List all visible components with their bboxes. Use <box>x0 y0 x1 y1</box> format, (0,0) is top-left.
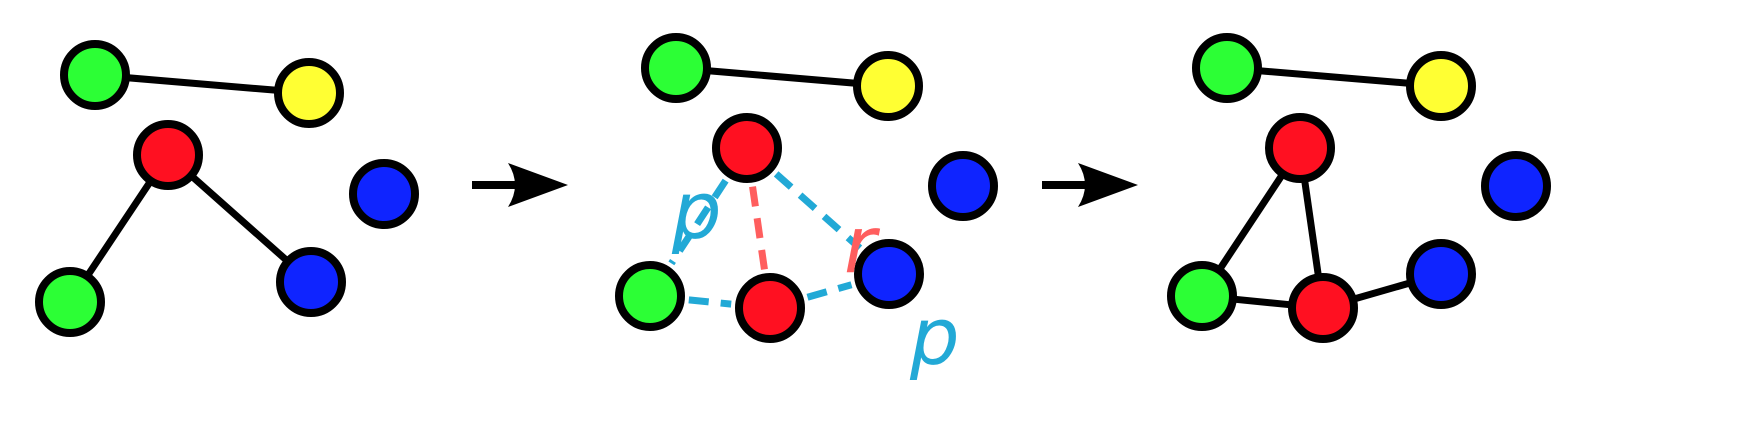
edge-g1-y1-solid <box>1257 67 1411 87</box>
node-green-g2 <box>615 261 685 331</box>
arrow-right-icon <box>1078 163 1138 207</box>
edge-r2-b2-dashed-p <box>806 281 853 301</box>
panel-after <box>1167 33 1551 343</box>
edge-r1-g2-dashed-p <box>668 178 729 266</box>
label-p-upper: p <box>671 167 722 257</box>
node-blue-b2 <box>276 247 346 317</box>
edge-r1-b2-solid <box>188 172 291 265</box>
arrow-right-2 <box>1042 163 1138 207</box>
node-green-g1 <box>641 33 711 103</box>
edge-r1-b2-dashed-p <box>773 171 863 251</box>
edge-g1-y1-solid <box>706 67 858 87</box>
node-red-r1 <box>712 113 782 183</box>
node-blue-b1 <box>1481 151 1551 221</box>
node-blue-b1 <box>349 159 419 229</box>
node-blue-b2 <box>854 239 924 309</box>
node-green-g1 <box>1192 33 1262 103</box>
edge-g2-r2-solid <box>1232 295 1293 309</box>
node-green-g2 <box>35 267 105 337</box>
node-green-g1 <box>60 40 130 110</box>
node-red-r1 <box>1265 113 1335 183</box>
edge-g1-y1-solid <box>125 74 279 94</box>
edge-r1-g2-solid <box>84 178 154 279</box>
panel-rewiring <box>615 33 998 343</box>
arrow-right-1 <box>472 163 568 207</box>
node-yellow-y1 <box>853 51 923 121</box>
edge-r1-g2-solid <box>1216 171 1286 273</box>
node-green-g2 <box>1167 261 1237 331</box>
edge-g2-r2-dashed-p <box>688 296 732 308</box>
node-yellow-y1 <box>274 58 344 128</box>
node-red-r1 <box>133 120 203 190</box>
panel-before <box>35 40 419 337</box>
edge-r1-r2-dashed-r <box>749 186 768 270</box>
label-r: r <box>844 201 881 291</box>
edge-r2-b2-solid <box>1351 279 1413 303</box>
node-red-r2 <box>735 273 805 343</box>
node-red-r2 <box>1288 273 1358 343</box>
node-blue-b2 <box>1406 239 1476 309</box>
label-p-lower: p <box>909 293 960 383</box>
node-blue-b1 <box>928 151 998 221</box>
arrow-right-icon <box>508 163 568 207</box>
node-yellow-y1 <box>1406 51 1476 121</box>
edge-r1-r2-solid <box>1300 178 1323 278</box>
